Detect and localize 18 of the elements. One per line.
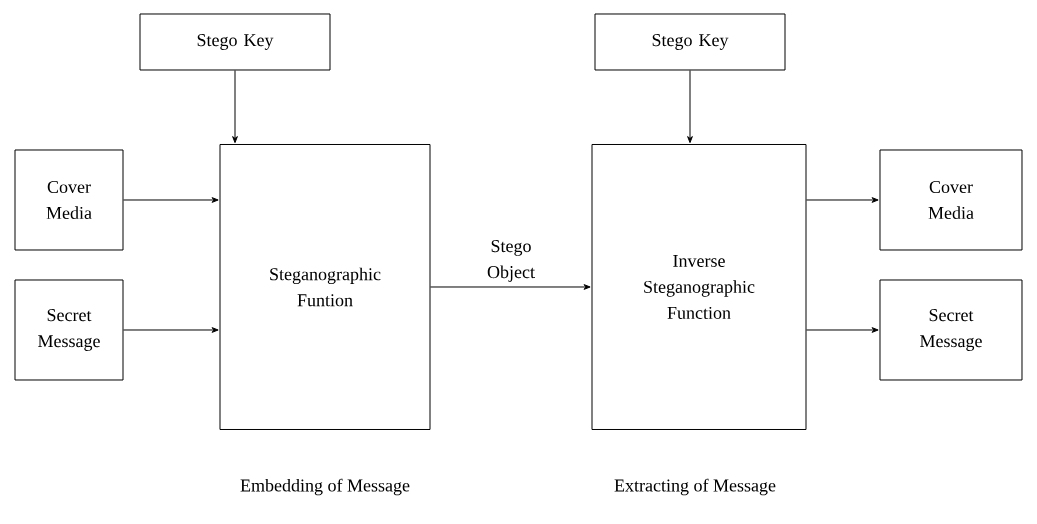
process-box: Inverse Steganographic Function [591, 144, 807, 430]
edge-label: Stego Object [487, 240, 535, 282]
process-box: Steganographic Funtion [219, 144, 431, 430]
process-box: Stego Key [594, 13, 786, 71]
process-box: Secret Message [14, 279, 124, 381]
caption-text: Extracting of Message [614, 478, 776, 496]
arrow [232, 70, 238, 144]
process-box: Cover Media [14, 149, 124, 251]
arrow [123, 197, 219, 203]
arrow [806, 197, 879, 203]
arrow [806, 327, 879, 333]
arrow [687, 70, 693, 144]
process-box: Stego Key [139, 13, 331, 71]
process-box: Cover Media [879, 149, 1023, 251]
caption-text: Embedding of Message [240, 478, 410, 496]
arrow [123, 327, 219, 333]
process-box: Secret Message [879, 279, 1023, 381]
arrow [430, 284, 591, 290]
